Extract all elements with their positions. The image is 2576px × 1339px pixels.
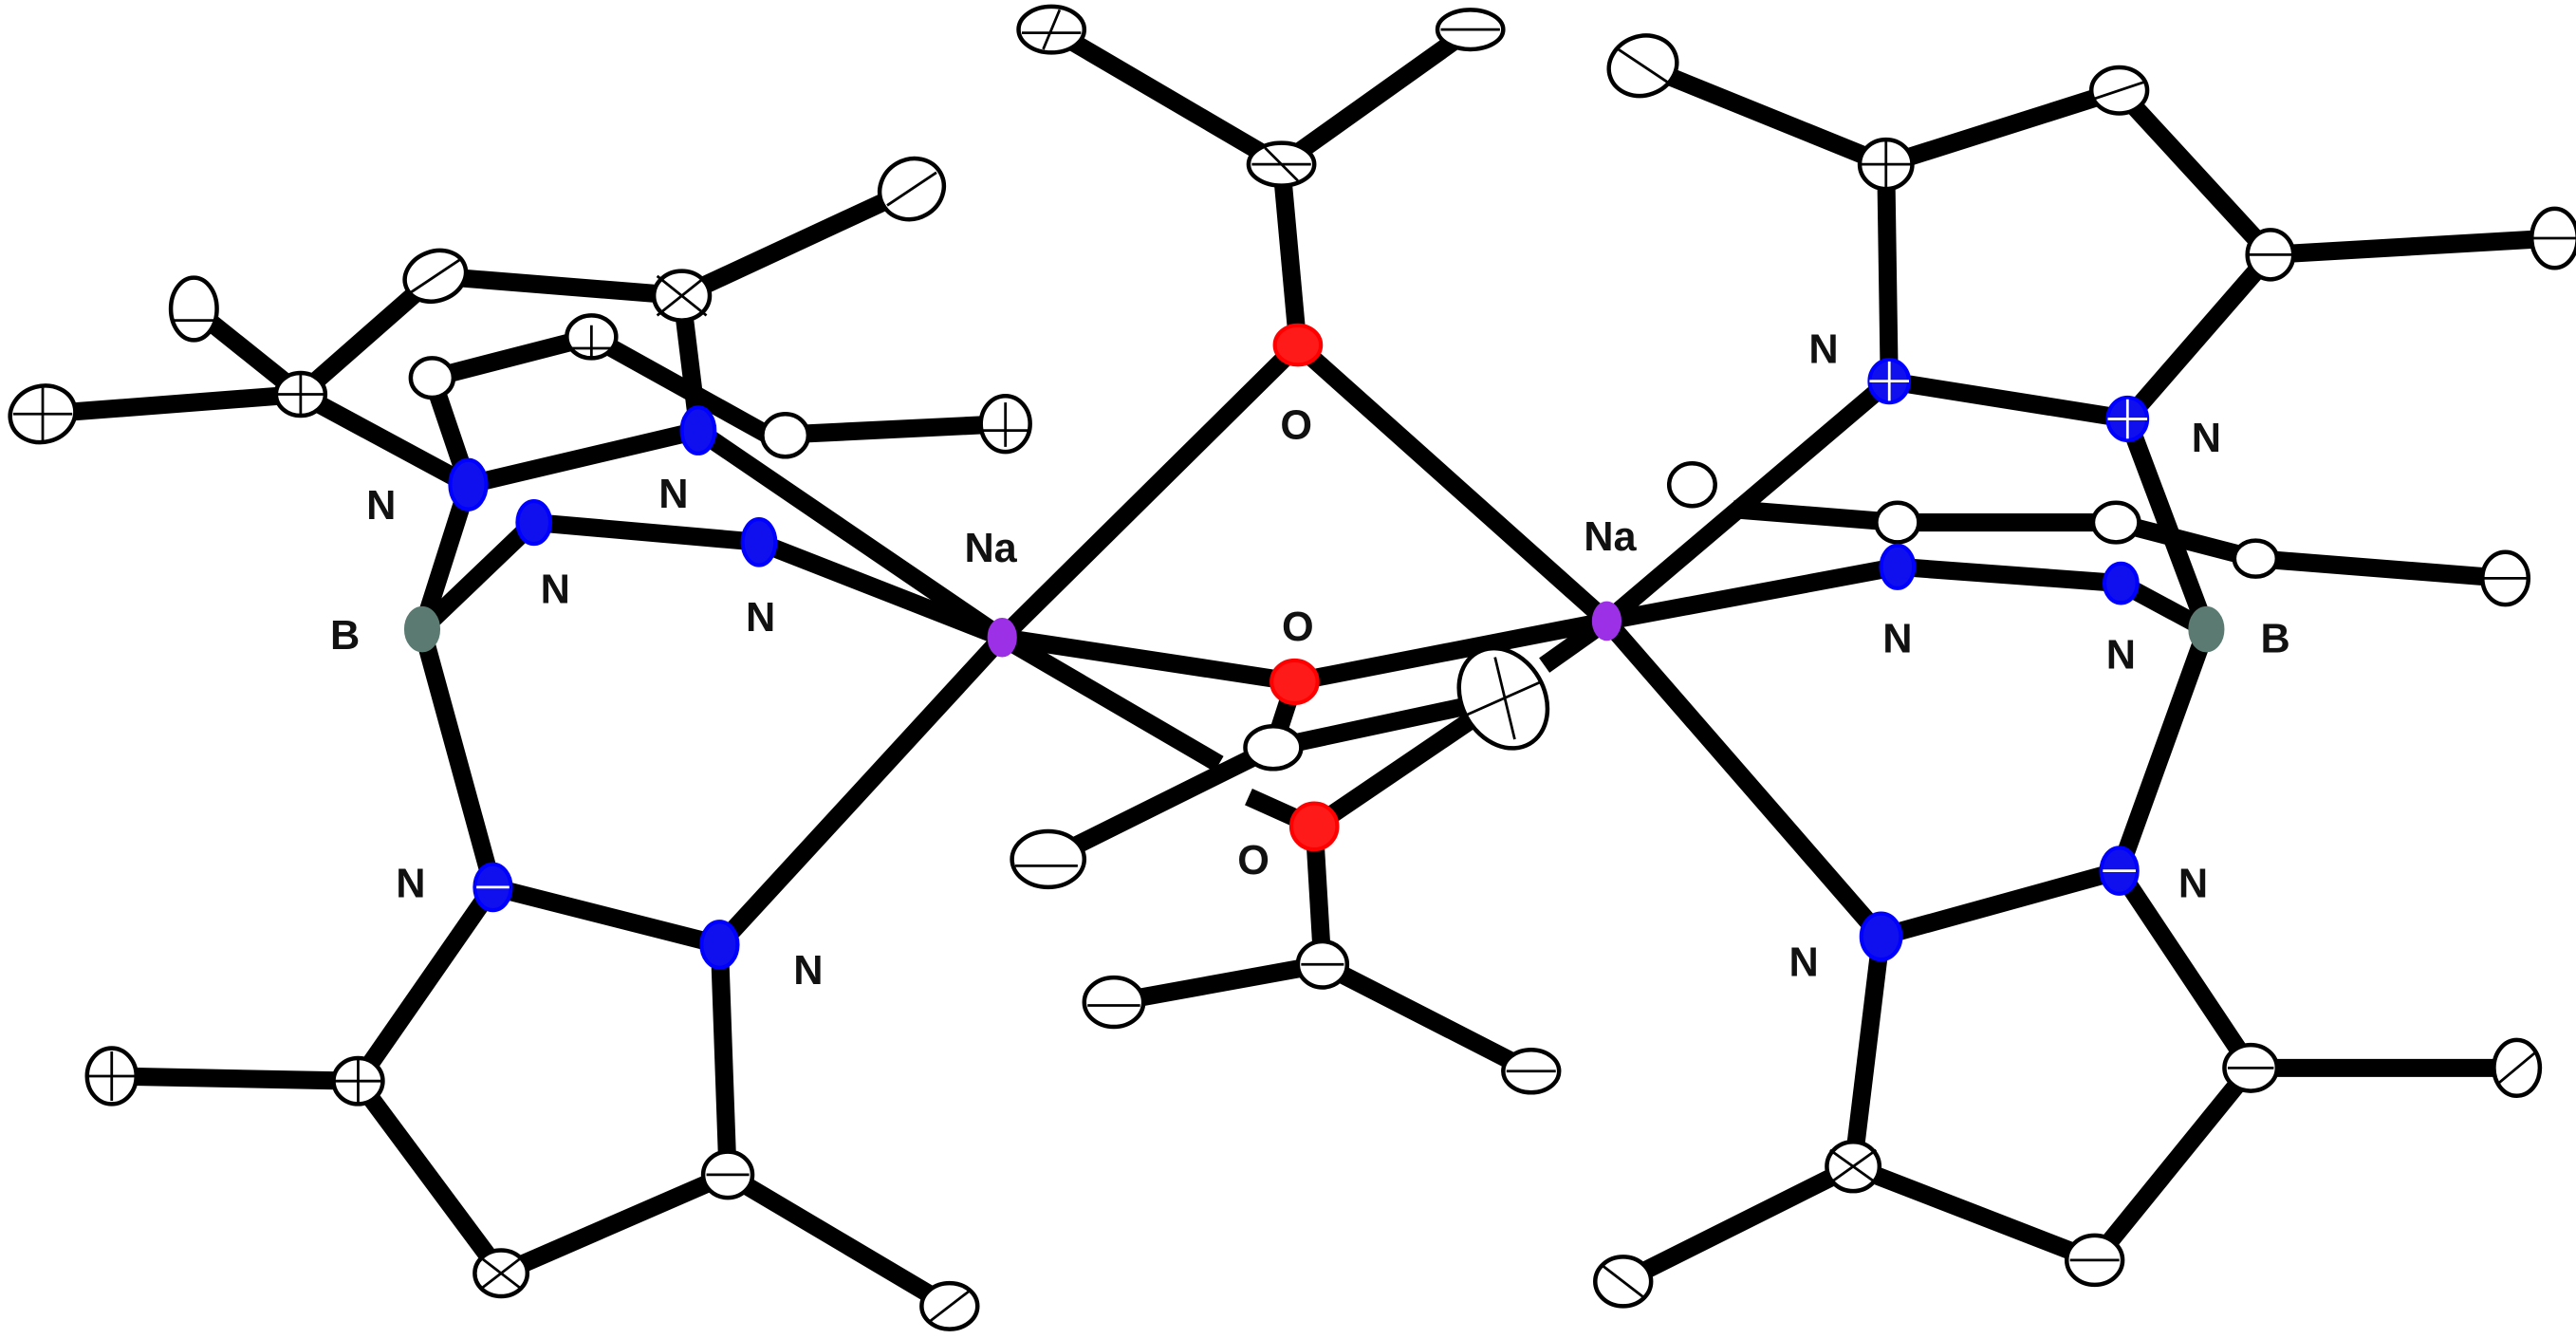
carbon-atom-icon	[1295, 939, 1350, 990]
carbon-atom-icon	[700, 1149, 755, 1200]
nitrogen-atom-icon	[2102, 561, 2140, 605]
label-n-right-2: N	[2192, 416, 2221, 461]
boron-atom-icon	[2188, 605, 2225, 653]
carbon-atom-icon	[877, 156, 947, 222]
nitrogen-atoms	[448, 358, 2150, 970]
nitrogen-atom-icon	[740, 517, 778, 567]
carbon-atom-icon	[1606, 33, 1679, 99]
carbon-atom-icon	[2232, 538, 2280, 579]
carbon-atom-icon	[2530, 206, 2576, 270]
sodium-atoms	[987, 601, 1622, 658]
sodium-atom-icon	[987, 617, 1017, 658]
boron-atoms	[403, 605, 2225, 653]
carbon-atom-icon	[2064, 1233, 2125, 1288]
label-na-left: Na	[964, 526, 1017, 571]
oxygen-atom-icon	[1288, 801, 1340, 852]
carbon-atom-icon	[2492, 1037, 2543, 1099]
carbon-atom-icon	[1016, 4, 1087, 55]
label-n-left-6: N	[793, 948, 823, 994]
carbon-atom-icon	[1501, 1048, 1562, 1095]
carbon-atom-icon	[760, 412, 811, 459]
carbon-atom-icon	[1435, 8, 1506, 52]
label-na-right: Na	[1584, 514, 1637, 560]
carbon-atom-icon	[565, 313, 619, 361]
carbon-atom-icon	[402, 248, 469, 304]
carbon-atom-icon	[2480, 549, 2531, 607]
carbon-atom-icon	[919, 1280, 980, 1331]
label-n-left-5: N	[396, 861, 425, 906]
label-n-right-3: N	[1882, 616, 1912, 661]
nitrogen-atom-icon	[1879, 543, 1917, 590]
carbon-atom-icon	[273, 370, 328, 418]
carbon-atom-icon	[331, 1055, 385, 1107]
carbon-atom-icon	[1874, 500, 1921, 545]
carbon-atom-icon	[1593, 1255, 1654, 1309]
nitrogen-atom-icon	[473, 862, 513, 913]
atom-labels: Na Na O O O B B N N N N N N N N N N N N	[330, 327, 2290, 994]
label-o-mid: O	[1282, 604, 1314, 650]
label-n-right-4: N	[2106, 633, 2136, 679]
nitrogen-atom-icon	[699, 920, 740, 970]
carbon-atom-icon	[8, 383, 78, 445]
label-o-low: O	[1237, 838, 1269, 883]
sodium-atom-icon	[1591, 601, 1622, 642]
carbon-atom-icon	[2090, 500, 2141, 545]
carbon-atoms	[8, 4, 2576, 1331]
label-n-left-1: N	[366, 483, 396, 529]
label-b-right: B	[2261, 616, 2290, 661]
carbon-atom-icon	[2222, 1042, 2280, 1093]
carbon-atom-icon	[651, 269, 713, 323]
nitrogen-atom-icon	[679, 405, 717, 456]
label-n-left-4: N	[658, 472, 688, 517]
carbon-atom-icon	[1246, 140, 1317, 188]
carbon-atom-icon	[1082, 975, 1146, 1030]
label-o-top: O	[1280, 402, 1312, 448]
carbon-atom-icon	[1857, 137, 1915, 192]
carbon-atom-icon	[978, 393, 1032, 455]
carbon-atom-icon	[408, 356, 456, 400]
carbon-atom-icon	[2245, 228, 2296, 282]
label-n-right-6: N	[2178, 861, 2208, 906]
carbon-atom-icon	[473, 1248, 530, 1299]
nitrogen-atom-icon	[448, 457, 489, 511]
label-n-right-5: N	[1789, 939, 1819, 985]
oxygen-atom-icon	[1269, 658, 1320, 706]
carbon-atom-icon	[1010, 828, 1087, 890]
carbon-atom-icon	[168, 275, 219, 343]
boron-atom-icon	[403, 605, 441, 653]
oxygen-atoms	[1269, 323, 1340, 852]
carbon-atom-icon	[84, 1046, 139, 1107]
nitrogen-atom-icon	[515, 498, 553, 547]
carbon-atom-icon	[1456, 645, 1550, 751]
label-n-left-2: N	[541, 567, 570, 612]
label-n-right-1: N	[1808, 327, 1838, 373]
nitrogen-atom-icon	[2099, 846, 2140, 896]
oxygen-atom-icon	[1272, 323, 1324, 367]
label-b-left: B	[330, 613, 360, 659]
nitrogen-atom-icon	[1867, 358, 1912, 405]
carbon-atom-icon	[1243, 723, 1304, 772]
carbon-atom-icon	[1666, 460, 1717, 509]
label-n-left-3: N	[746, 595, 775, 641]
carbon-atom-icon	[2088, 65, 2150, 116]
nitrogen-atom-icon	[1859, 911, 1903, 962]
nitrogen-atom-icon	[2105, 395, 2150, 443]
carbon-atom-icon	[1825, 1139, 1882, 1194]
